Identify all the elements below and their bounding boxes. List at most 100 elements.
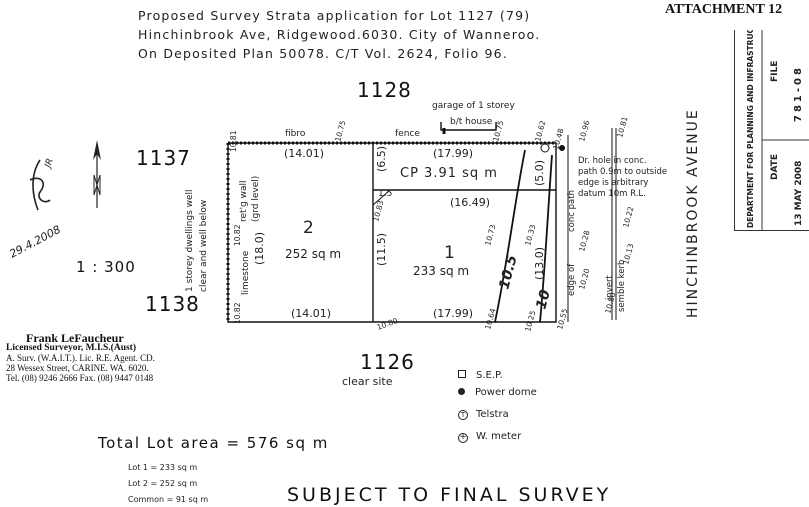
lot-1137-label: 1137 xyxy=(136,146,191,170)
level-3: 10.62 xyxy=(533,119,547,142)
conc-path: conc path xyxy=(567,190,577,232)
surveyor-licence: Licensed Surveyor, M.I.S.(Aust) xyxy=(6,343,137,353)
cp-label: CP 3.91 sq m xyxy=(400,166,498,181)
invert: invert xyxy=(605,274,615,300)
street-name: HINCHINBROOK AVENUE xyxy=(685,108,701,318)
contour-10: 10 xyxy=(533,288,554,311)
level-8: 10.82 xyxy=(233,224,242,246)
legend-sep: S.E.P. xyxy=(476,370,503,381)
datum-2: path 0.9m to outside xyxy=(578,167,667,177)
legend-meter: W. meter xyxy=(476,431,522,442)
water-meter-marker-icon xyxy=(540,143,550,153)
north-arrow-icon xyxy=(93,140,101,208)
lot1-area: 233 sq m xyxy=(413,264,469,278)
level-18: 10.13 xyxy=(621,242,635,265)
level-12: 10.82 xyxy=(233,302,242,324)
dim-lot1-right: (13.0) xyxy=(533,247,546,280)
level-6: 10.81 xyxy=(615,115,629,138)
surveyor-name: Frank LeFaucheur xyxy=(26,331,124,345)
stamp-date-label: DATE xyxy=(770,154,780,180)
lot1-area-summary: Lot 1 = 233 sq m xyxy=(128,463,198,472)
level-16: 10.55 xyxy=(555,307,569,330)
dim-cp-left: (6.5) xyxy=(375,146,388,172)
level-9: 10.73 xyxy=(483,223,497,246)
dim-top-right: (17.99) xyxy=(433,147,473,160)
datum-3: edge is arbitrary xyxy=(578,178,648,188)
cp-corner xyxy=(372,189,391,206)
stamp-file-label: FILE xyxy=(770,61,780,82)
lot-1128-label: 1128 xyxy=(357,78,412,102)
stamp-department: DEPARTMENT FOR PLANNING AND INFRASTRUCTU… xyxy=(746,30,755,228)
signature-mark xyxy=(29,159,51,211)
contour-105: 10.5 xyxy=(496,253,520,291)
level-11: 10.28 xyxy=(577,229,591,252)
attachment-label: ATTACHMENT 12 xyxy=(665,2,783,17)
stamp-file-number: 781-08 xyxy=(793,65,804,122)
title-line-3: On Deposited Plan 50078. C/T Vol. 2624, … xyxy=(138,46,508,61)
dim-cp-right: (5.0) xyxy=(533,160,546,186)
stamp-date-value: 13 MAY 2008 xyxy=(794,161,804,226)
signature-initials: JR xyxy=(43,157,56,171)
title-line-2: Hinchinbrook Ave, Ridgewood.6030. City o… xyxy=(138,27,541,42)
fence-label: fence xyxy=(395,129,420,139)
surveyor-line-3: Tel. (08) 9246 2666 Fax. (08) 9447 0148 xyxy=(6,373,154,383)
surveyor-line-2: 28 Wessex Street, CARINE. WA. 6020. xyxy=(6,363,149,373)
clear-site-note: clear site xyxy=(342,375,393,388)
stamp-graphic: DEPARTMENT FOR PLANNING AND INFRASTRUCTU… xyxy=(746,6,809,230)
dim-top-left: (14.01) xyxy=(284,147,324,160)
limestone: limestone xyxy=(241,250,251,295)
power-dome-icon xyxy=(458,388,465,395)
legend-power: Power dome xyxy=(475,387,537,398)
power-dome-marker-icon xyxy=(559,145,565,151)
sep-icon xyxy=(458,370,466,378)
level-15: 10.25 xyxy=(523,309,537,332)
lot2-number: 2 xyxy=(303,218,314,238)
contour-lines xyxy=(494,149,553,323)
signature-date: 29.4.2008 xyxy=(7,223,63,261)
storey-note-2: clear and well below xyxy=(199,200,209,292)
legend-telstra: Telstra xyxy=(476,409,509,420)
legend-power-row: Power dome xyxy=(458,387,537,409)
garage-marker xyxy=(440,122,497,131)
surveyor-line-1: A. Surv. (W.A.I.T.). Lic. R.E. Agent. CD… xyxy=(6,353,155,363)
planning-stamp: DEPARTMENT FOR PLANNING AND INFRASTRUCTU… xyxy=(734,6,809,231)
level-20: 10.22 xyxy=(621,205,635,228)
lot1-number: 1 xyxy=(444,243,455,263)
lot2-area: 252 sq m xyxy=(285,247,341,261)
level-5: 10.96 xyxy=(577,119,591,142)
datum-4: datum 10m R.L. xyxy=(578,189,646,199)
level-19: 10.20 xyxy=(577,267,591,290)
garage-note: garage of 1 storey xyxy=(432,101,515,111)
dim-bottom-right: (17.99) xyxy=(433,307,473,320)
legend-meter-row: + W. meter xyxy=(458,431,537,449)
dim-mid: (11.5) xyxy=(375,233,388,266)
dim-bottom-left: (14.01) xyxy=(291,307,331,320)
lot2-area-summary: Lot 2 = 252 sq m xyxy=(128,479,198,488)
level-2: 10.75 xyxy=(491,119,505,142)
street-lines xyxy=(567,128,617,322)
dim-lot1-top: (16.49) xyxy=(450,196,490,209)
ret-wall-1: ret'g wall xyxy=(239,181,249,223)
datum-1: Dr. hole in conc. xyxy=(578,156,647,166)
edge-of: edge of xyxy=(567,263,577,296)
surveyor-block: Frank LeFaucheur Licensed Surveyor, M.I.… xyxy=(6,331,155,383)
total-lot-area: Total Lot area = 576 sq m xyxy=(98,434,329,452)
storey-note-1: 1 storey dwellings well xyxy=(185,189,195,292)
level-13: 10.80 xyxy=(376,316,399,332)
level-0: 10.81 xyxy=(229,130,238,152)
scale-label: 1 : 300 xyxy=(76,258,136,276)
cp-15: 1.5 xyxy=(378,189,392,199)
level-10: 10.33 xyxy=(523,223,537,246)
level-1: 10.75 xyxy=(333,119,347,142)
kerb: semble kerb xyxy=(617,260,627,312)
legend-sep-row: S.E.P. xyxy=(458,370,537,387)
water-meter-icon: + xyxy=(458,432,468,443)
common-area-summary: Common = 91 sq m xyxy=(128,495,209,504)
subject-to-final-survey: SUBJECT TO FINAL SURVEY xyxy=(287,484,612,506)
lot-boundaries xyxy=(227,142,557,323)
title-line-1: Proposed Survey Strata application for L… xyxy=(138,8,531,23)
lot-1138-label: 1138 xyxy=(145,292,200,316)
